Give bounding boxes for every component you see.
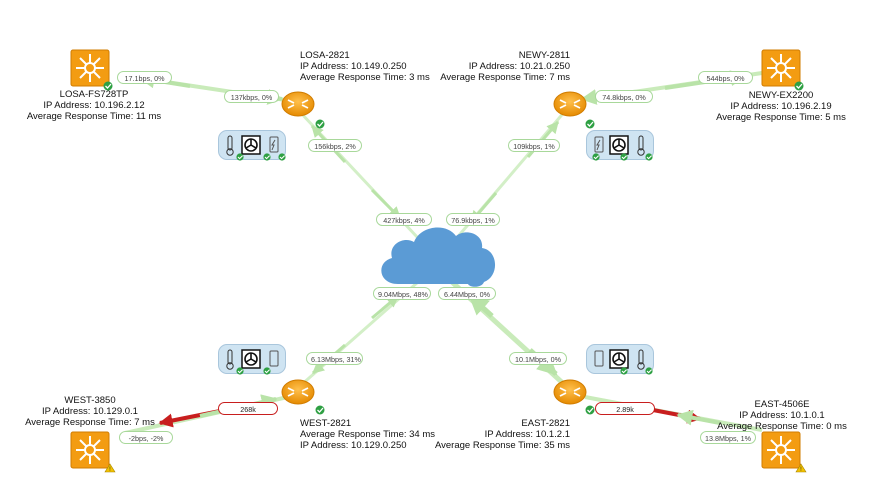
check-status-icon [645, 153, 653, 161]
router-icon[interactable] [553, 379, 587, 405]
svg-text:!: ! [109, 467, 111, 473]
router-icon[interactable] [281, 379, 315, 405]
thermometer-icon [637, 349, 645, 370]
node-ip: IP Address: 10.129.0.250 [300, 440, 407, 451]
node-name: NEWY-EX2200 [748, 90, 814, 101]
node-name: NEWY-2811 [518, 50, 570, 61]
link-utilization-label-alert[interactable]: 268k [218, 402, 278, 415]
switch-icon[interactable] [70, 431, 110, 469]
node-label-losa-switch: LOSA-FS728TP IP Address: 10.196.2.12 Ave… [24, 89, 164, 122]
switch-icon[interactable] [70, 49, 110, 87]
check-status-icon [585, 405, 595, 415]
check-status-icon [645, 367, 653, 375]
node-ip: IP Address: 10.1.0.1 [739, 410, 825, 421]
router-icon[interactable] [281, 91, 315, 117]
node-label-east-router: EAST-2821 IP Address: 10.1.2.1 Average R… [420, 418, 570, 451]
node-name: LOSA-FS728TP [59, 89, 129, 100]
node-name: WEST-2821 [300, 418, 352, 429]
switch-icon[interactable] [761, 431, 801, 469]
node-response-time: Average Response Time: 5 ms [716, 112, 846, 123]
warning-status-icon: ! [104, 463, 116, 473]
link-utilization-label[interactable]: 427kbps, 4% [376, 213, 432, 226]
battery-icon [269, 136, 279, 153]
svg-text:!: ! [800, 467, 802, 473]
node-response-time: Average Response Time: 34 ms [300, 429, 436, 440]
node-name: EAST-2821 [521, 418, 570, 429]
check-status-icon [315, 405, 325, 415]
thermometer-icon [226, 135, 234, 156]
check-status-icon [263, 153, 271, 161]
node-response-time: Average Response Time: 11 ms [26, 111, 162, 122]
node-response-time: Average Response Time: 3 ms [300, 72, 430, 83]
node-response-time: Average Response Time: 7 ms [440, 72, 570, 83]
node-label-east-switch: EAST-4506E IP Address: 10.1.0.1 Average … [712, 399, 852, 432]
fan-icon [241, 349, 261, 369]
check-status-icon [263, 367, 271, 375]
node-label-west-switch: WEST-3850 IP Address: 10.129.0.1 Average… [20, 395, 160, 428]
link-utilization-label[interactable]: 109kbps, 1% [508, 139, 560, 152]
link-utilization-label[interactable]: 13.8Mbps, 1% [700, 431, 756, 444]
check-status-icon [620, 367, 628, 375]
link-utilization-label[interactable]: 17.1bps, 0% [117, 71, 172, 84]
node-ip: IP Address: 10.1.2.1 [484, 429, 570, 440]
node-response-time: Average Response Time: 35 ms [434, 440, 570, 451]
fan-icon [609, 135, 629, 155]
link-utilization-label[interactable]: 76.9kbps, 1% [446, 213, 500, 226]
node-ip: IP Address: 10.196.2.19 [730, 101, 832, 112]
hardware-status-losa[interactable] [218, 130, 286, 161]
fan-icon [241, 135, 261, 155]
check-status-icon [620, 153, 628, 161]
switch-icon[interactable] [761, 49, 801, 87]
check-status-icon [592, 153, 600, 161]
check-status-icon [103, 81, 113, 91]
thermometer-icon [226, 349, 234, 370]
node-label-losa-router: LOSA-2821 IP Address: 10.149.0.250 Avera… [300, 50, 430, 83]
node-name: EAST-4506E [754, 399, 810, 410]
link-utilization-label[interactable]: 156kbps, 2% [308, 139, 362, 152]
hardware-status-west[interactable] [218, 344, 286, 375]
link-utilization-label[interactable]: 6.44Mbps, 0% [438, 287, 496, 300]
hardware-status-newy[interactable] [586, 130, 654, 161]
battery-icon [269, 350, 279, 367]
battery-icon [594, 136, 604, 153]
check-status-icon [278, 153, 286, 161]
check-status-icon [236, 367, 244, 375]
node-label-west-router: WEST-2821 Average Response Time: 34 ms I… [300, 418, 435, 451]
link-utilization-label[interactable]: 137kbps, 0% [224, 90, 279, 103]
link-utilization-label[interactable]: 6.13Mbps, 31% [306, 352, 363, 365]
check-status-icon [236, 153, 244, 161]
link-utilization-label[interactable]: 10.1Mbps, 0% [509, 352, 567, 365]
fan-icon [609, 349, 629, 369]
link-utilization-label[interactable]: 9.04Mbps, 48% [373, 287, 431, 300]
link-utilization-label[interactable]: 74.8kbps, 0% [595, 90, 653, 103]
warning-status-icon: ! [795, 463, 807, 473]
check-status-icon [585, 119, 595, 129]
thermometer-icon [637, 135, 645, 156]
cloud-icon[interactable] [381, 227, 496, 287]
node-label-newy-switch: NEWY-EX2200 IP Address: 10.196.2.19 Aver… [712, 90, 850, 123]
node-name: LOSA-2821 [300, 50, 350, 61]
battery-icon [594, 350, 604, 367]
check-status-icon [794, 81, 804, 91]
hardware-status-east[interactable] [586, 344, 654, 375]
node-ip: IP Address: 10.196.2.12 [43, 100, 145, 111]
node-ip: IP Address: 10.21.0.250 [468, 61, 570, 72]
node-ip: IP Address: 10.149.0.250 [300, 61, 407, 72]
node-ip: IP Address: 10.129.0.1 [42, 406, 138, 417]
node-response-time: Average Response Time: 0 ms [717, 421, 847, 432]
link-utilization-label-alert[interactable]: 2.89k [595, 402, 655, 415]
router-icon[interactable] [553, 91, 587, 117]
node-name: WEST-3850 [64, 395, 116, 406]
link-utilization-label[interactable]: -2bps, -2% [119, 431, 173, 444]
check-status-icon [315, 119, 325, 129]
node-label-newy-router: NEWY-2811 IP Address: 10.21.0.250 Averag… [420, 50, 570, 83]
node-response-time: Average Response Time: 7 ms [25, 417, 155, 428]
link-utilization-label[interactable]: 544bps, 0% [698, 71, 753, 84]
